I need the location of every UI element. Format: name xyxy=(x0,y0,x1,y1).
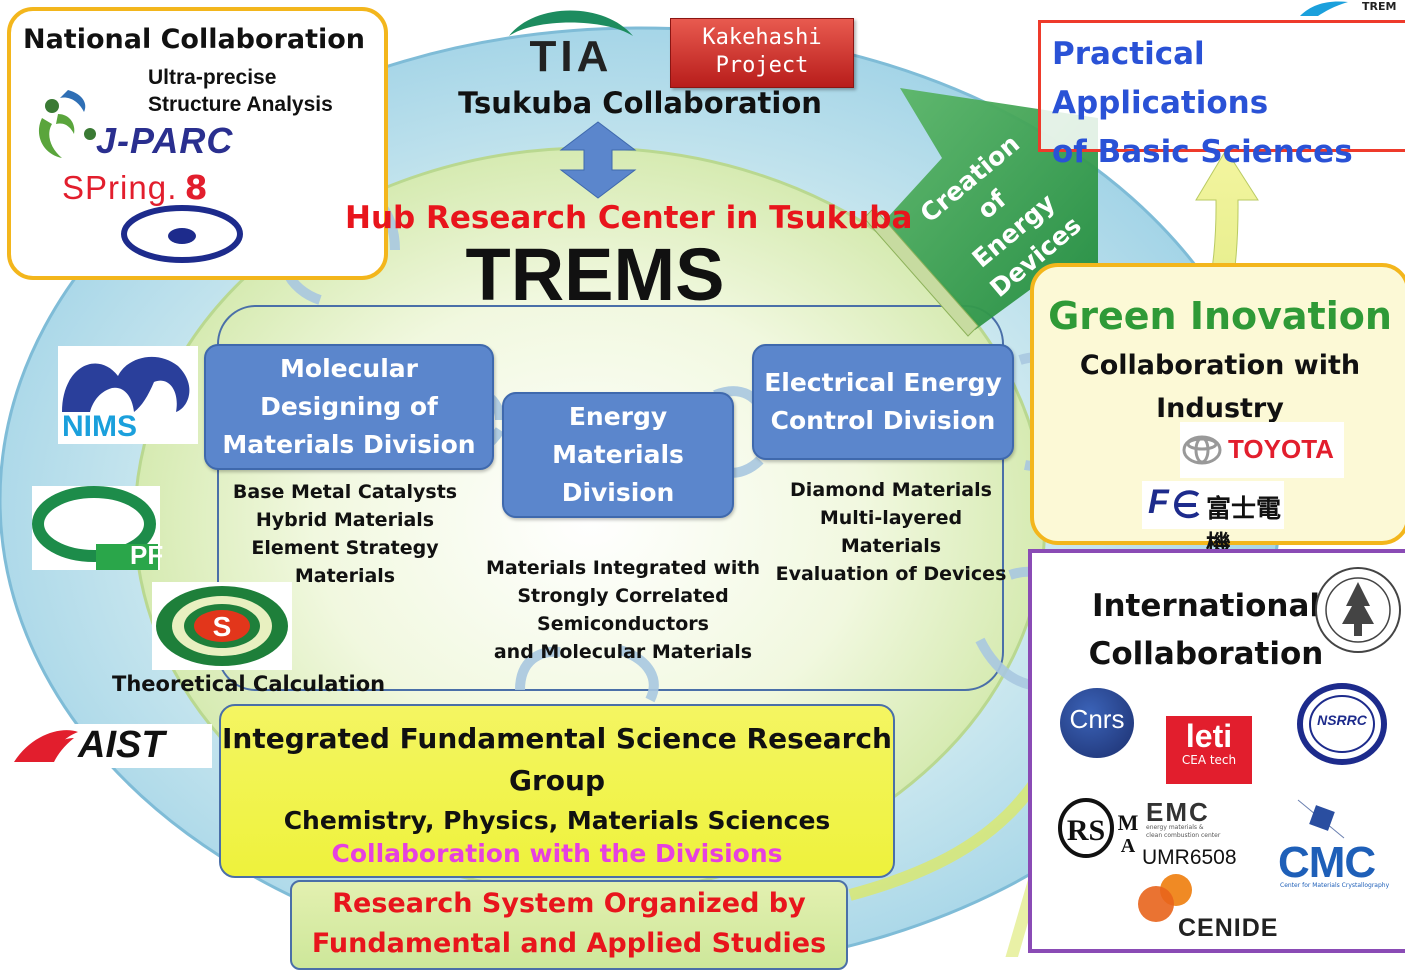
nsrrc-logo-icon xyxy=(1297,683,1387,765)
national-collaboration-box xyxy=(7,7,388,280)
cmc-text: CMC xyxy=(1278,838,1376,887)
electrical-division-label: Electrical Energy Control Division xyxy=(764,368,1002,435)
leti-sub: CEA tech xyxy=(1181,753,1237,767)
cmc-crystal-icon xyxy=(1297,799,1345,839)
trems-corner-logo: TREM xyxy=(1298,0,1405,16)
energy-division-label: Energy Materials Division xyxy=(552,402,684,507)
corner-logo-text: TREM xyxy=(1362,0,1397,13)
theory-label: Theoretical Calculation xyxy=(112,672,386,696)
tsukuba-collaboration-title: Tsukuba Collaboration xyxy=(458,86,822,120)
aist-swoosh-icon xyxy=(14,730,78,762)
spring8-ring-icon xyxy=(121,205,243,263)
green-innovation-title: Green Inovation xyxy=(1048,294,1392,338)
cenide-text: CENIDE xyxy=(1178,914,1279,942)
cnrs-logo: Cnrs xyxy=(1060,688,1134,758)
nims-text: NIMS xyxy=(62,410,137,443)
kakehashi-badge: Kakehashi Project xyxy=(670,18,854,88)
molecular-division-box[interactable]: Molecular Designing of Materials Divisio… xyxy=(204,344,494,470)
leti-text: leti xyxy=(1185,718,1233,754)
risma-mark-icon: RS M A xyxy=(1058,798,1139,858)
svg-text:S: S xyxy=(213,611,232,642)
aist-logo: AIST xyxy=(12,724,212,768)
pf-mark-icon xyxy=(32,486,158,570)
practical-applications-box xyxy=(1038,20,1405,152)
kakehashi-text: Kakehashi Project xyxy=(702,25,822,78)
risma-logo: RS M A xyxy=(1056,796,1142,860)
green-innovation-sub: Collaboration with Industry xyxy=(1079,350,1361,424)
jparc-logo-icon xyxy=(38,90,96,158)
leti-logo: leti CEA tech xyxy=(1166,716,1252,784)
spring8-logo: SPring.8 xyxy=(62,168,208,207)
international-title: International Collaboration xyxy=(1088,588,1324,672)
spring8-number: 8 xyxy=(184,168,208,207)
cnrs-text: Cnrs xyxy=(1069,704,1125,734)
corner-swoosh-icon xyxy=(1300,1,1348,16)
fuji-e-icon xyxy=(1173,490,1200,519)
fuji-fe-mark: F xyxy=(1148,483,1169,521)
trems-title: TREMS xyxy=(465,233,725,316)
molecular-division-label: Molecular Designing of Materials Divisio… xyxy=(222,354,476,459)
emc-logo: EMC energy materials & clean combustion … xyxy=(1146,797,1252,844)
tia-logo: TIA xyxy=(505,2,637,90)
molecular-division-items: Base Metal Catalysts Hybrid Materials El… xyxy=(232,481,458,587)
pf-logo: PF xyxy=(32,486,164,570)
aist-text: AIST xyxy=(78,724,165,766)
tsukuba-double-arrow xyxy=(559,121,637,199)
theory-s-icon: S xyxy=(156,586,288,666)
stanford-seal-icon xyxy=(1315,567,1401,653)
hub-title: Hub Research Center in Tsukuba xyxy=(345,200,913,236)
theory-logo: S xyxy=(152,582,292,670)
toyota-text: TOYOTA xyxy=(1228,434,1334,464)
divisions-container xyxy=(217,305,1004,691)
integrated-group-collab: Collaboration with the Divisions xyxy=(331,839,783,868)
svg-text:A: A xyxy=(1121,835,1136,857)
jparc-label: J-PARC xyxy=(96,120,234,161)
integrated-group-fields: Chemistry, Physics, Materials Sciences xyxy=(283,806,831,835)
fuji-logo: F 富士電機 xyxy=(1142,481,1284,559)
svg-text:RS: RS xyxy=(1067,814,1105,847)
pf-text: PF xyxy=(130,540,164,570)
tia-text: TIA xyxy=(529,32,613,81)
toyota-emblem-icon xyxy=(1182,435,1222,465)
cmc-sub: Center for Materials Crystallography xyxy=(1280,882,1390,889)
svg-text:M: M xyxy=(1118,810,1139,835)
umr-text: UMR6508 xyxy=(1142,846,1237,869)
nims-logo: NIMS xyxy=(58,346,198,444)
nims-mark-icon xyxy=(62,356,190,412)
energy-division-items: Materials Integrated with Strongly Corre… xyxy=(485,557,761,663)
integrated-group-box: Integrated Fundamental Science Research … xyxy=(219,704,895,878)
national-collaboration-title: National Collaboration xyxy=(22,24,366,55)
emc-sub: energy materials & clean combustion cent… xyxy=(1146,824,1221,839)
research-system-box: Research System Organized by Fundamental… xyxy=(290,880,848,970)
research-system-text: Research System Organized by Fundamental… xyxy=(311,888,827,959)
electrical-division-box[interactable]: Electrical Energy Control Division xyxy=(752,344,1014,460)
cenide-circles-icon xyxy=(1138,874,1192,922)
national-subtitle: Ultra-precise Structure Analysis xyxy=(148,66,333,116)
practical-applications-text: Practical Applications of Basic Sciences xyxy=(1052,36,1353,170)
electrical-division-items: Diamond Materials Multi-layered Material… xyxy=(775,479,1007,585)
integrated-group-title: Integrated Fundamental Science Research … xyxy=(222,722,892,797)
spring8-text: SPring xyxy=(62,169,168,206)
energy-division-box[interactable]: Energy Materials Division xyxy=(502,392,734,518)
nsrrc-text: NSRRC xyxy=(1317,712,1367,728)
tia-arc-icon xyxy=(509,10,633,36)
emc-text: EMC xyxy=(1146,797,1210,827)
toyota-logo: TOYOTA xyxy=(1180,422,1344,478)
